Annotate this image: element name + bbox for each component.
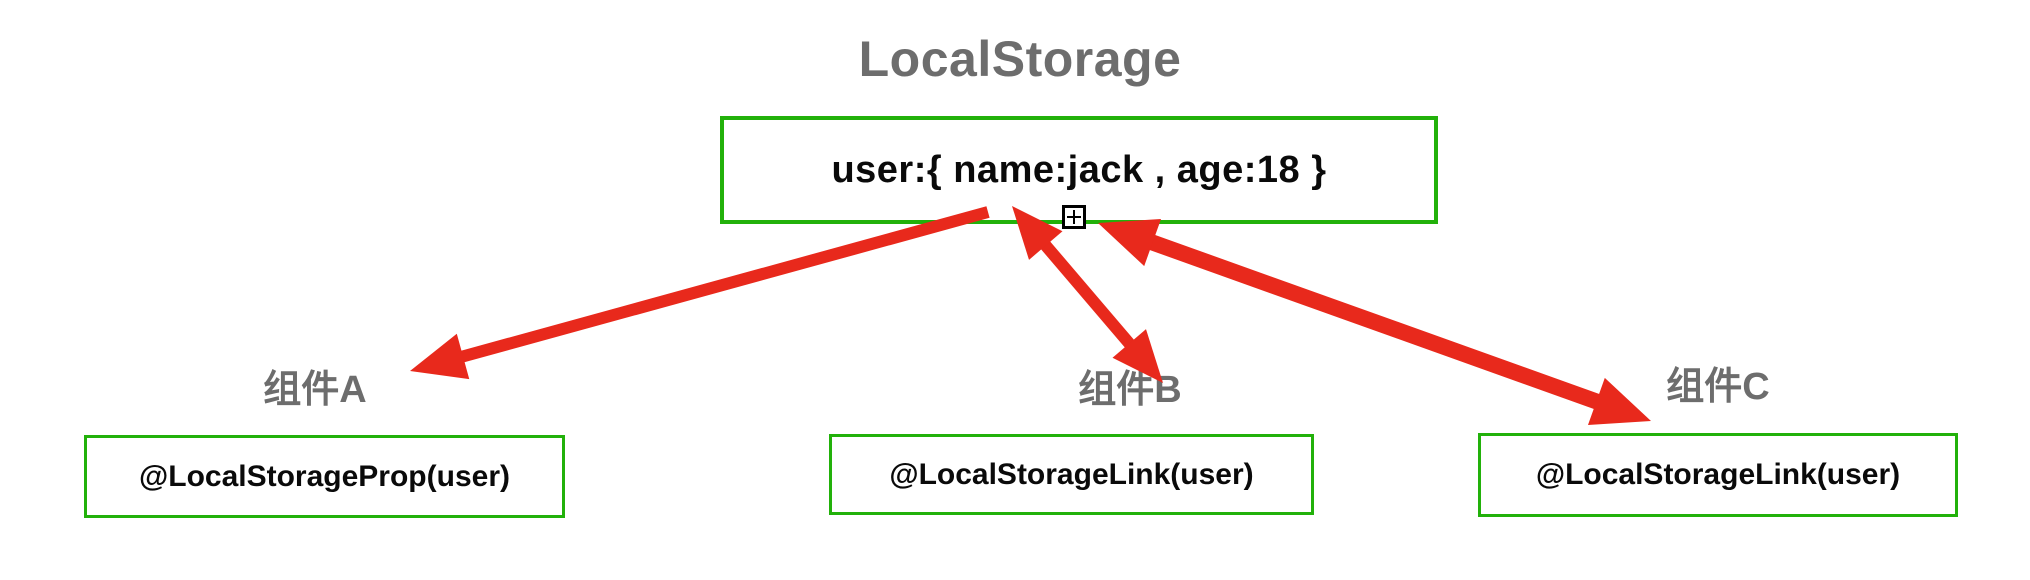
component-b-box: @LocalStorageLink(user) <box>829 434 1314 515</box>
plus-glyph <box>1067 210 1081 224</box>
arrow-storage-to-component-b <box>1012 206 1163 383</box>
component-c-decorator-text: @LocalStorageLink(user) <box>1535 458 1901 491</box>
component-a-box: @LocalStorageProp(user) <box>84 435 565 518</box>
component-a-decorator-text: @LocalStorageProp(user) <box>139 459 510 493</box>
local-storage-value-text: user:{ name:jack , age:18 } <box>831 148 1327 191</box>
component-a-label: 组件A <box>263 369 367 411</box>
component-c-box: @LocalStorageLink(user) <box>1478 433 1958 517</box>
plus-handle-icon <box>1062 205 1086 229</box>
component-b-label: 组件B <box>1078 369 1182 411</box>
component-c-label: 组件C <box>1666 366 1770 408</box>
arrow-storage-to-component-a <box>410 206 990 380</box>
diagram-title: LocalStorage <box>858 31 1182 87</box>
component-b-decorator-text: @LocalStorageLink(user) <box>889 457 1254 491</box>
